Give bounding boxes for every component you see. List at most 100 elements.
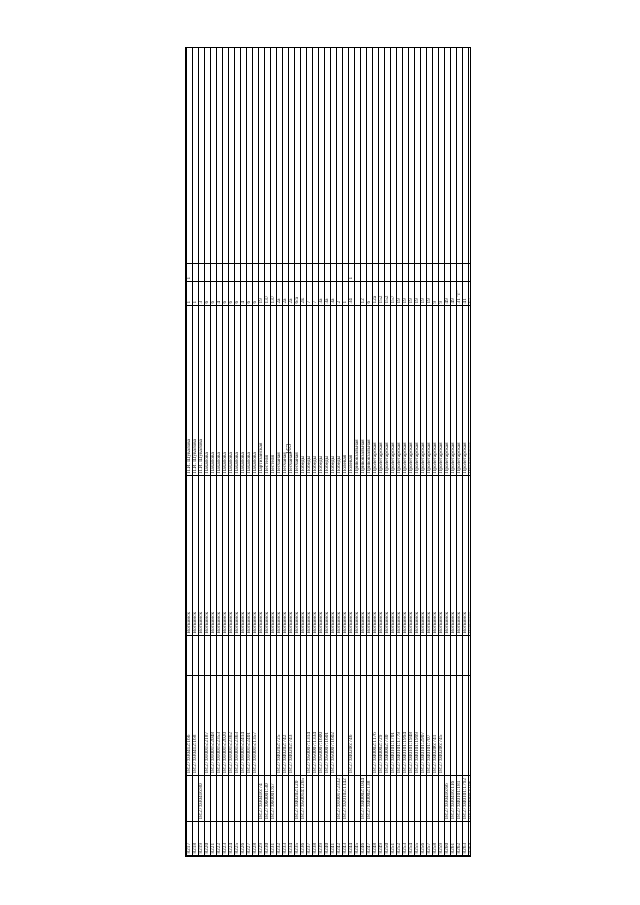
- cadastral-number-building-cell: [360, 675, 366, 776]
- street-cell: Пахапова: [234, 305, 240, 476]
- row-number-cell: 8243: [342, 821, 348, 856]
- house-number-cell: 6: [210, 281, 216, 306]
- city-cell: Воткинск: [228, 475, 234, 636]
- cadastral-number-land-cell: 18:27:040101:1792: [462, 775, 468, 822]
- row-number-cell: 8232: [276, 821, 282, 856]
- street-cell: Пролетарская: [450, 305, 456, 476]
- gap-cell: [234, 635, 240, 676]
- house-number-cell: 6: [228, 281, 234, 306]
- gap-cell: [372, 635, 378, 676]
- extra-mark-cell: [378, 263, 384, 282]
- empty-column-cell: [300, 47, 306, 264]
- extra-mark-cell: [216, 263, 222, 282]
- cadastral-number-land-cell: [306, 775, 312, 822]
- gap-cell: [228, 635, 234, 676]
- street-cell: Пестеля: [270, 305, 276, 476]
- empty-column-cell: [318, 47, 324, 264]
- house-number-cell: 2Е: [300, 281, 306, 306]
- row-number-cell: 8231: [270, 821, 276, 856]
- cadastral-number-land-cell: [318, 775, 324, 822]
- city-cell: Воткинск: [402, 475, 408, 636]
- cadastral-number-building-cell: 18:27:010015:2187: [204, 675, 210, 776]
- gap-cell: [384, 635, 390, 676]
- empty-column-cell: [426, 47, 432, 264]
- gap-cell: [300, 635, 306, 676]
- gap-cell: [420, 635, 426, 676]
- row-number-cell: 8242: [336, 821, 342, 856]
- cadastral-number-land-cell: [288, 775, 294, 822]
- gap-cell: [390, 635, 396, 676]
- house-number-cell: 19: [402, 281, 408, 306]
- house-number-cell: 137: [270, 281, 276, 306]
- cadastral-number-land-cell: 18:27:050014:1265: [300, 775, 306, 822]
- row-number-cell: 8240: [324, 821, 330, 856]
- gap-cell: [264, 635, 270, 676]
- street-cell: Пахапова: [204, 305, 210, 476]
- row-number-cell: 8218: [192, 821, 198, 856]
- cadastral-number-land-cell: 18:27:030416:66: [444, 775, 450, 822]
- street-cell: Пахапова: [246, 305, 252, 476]
- empty-column-cell: [420, 47, 426, 264]
- extra-mark-cell: [198, 263, 204, 282]
- empty-column-cell: [216, 47, 222, 264]
- street-cell: Пролетарская: [396, 305, 402, 476]
- cadastral-number-building-cell: 18:27:040206:746: [348, 675, 354, 776]
- cadastral-number-land-cell: 18:27:040202:120: [294, 775, 300, 822]
- cadastral-number-building-cell: 18:27:040002:730: [384, 675, 390, 776]
- cadastral-number-building-cell: 18:27:040202:743: [288, 675, 294, 776]
- cadastral-number-building-cell: 18:27:010015:2362: [228, 675, 234, 776]
- cadastral-number-land-cell: [216, 775, 222, 822]
- empty-column-cell: [336, 47, 342, 264]
- house-number-cell: 49: [450, 281, 456, 306]
- house-number-cell: 41: [462, 281, 468, 306]
- extra-mark-cell: [312, 263, 318, 282]
- house-number-cell: 19: [258, 281, 264, 306]
- extra-mark-cell: [366, 263, 372, 282]
- row-number-cell: 8245: [354, 821, 360, 856]
- empty-column-cell: [324, 47, 330, 264]
- house-number-cell: 31 "г": [456, 281, 462, 306]
- cadastral-number-land-cell: [192, 775, 198, 822]
- empty-column-cell: [432, 47, 438, 264]
- cadastral-number-building-cell: 18:27:010015:2353: [216, 675, 222, 776]
- gap-cell: [324, 635, 330, 676]
- cadastral-number-building-cell: 18:27:040101:1999: [414, 675, 420, 776]
- cadastral-number-land-cell: 18:27:030416:116: [450, 775, 456, 822]
- extra-mark-cell: [228, 263, 234, 282]
- cadastral-number-land-cell: [324, 775, 330, 822]
- cadastral-number-land-cell: [282, 775, 288, 822]
- city-cell: Воткинск: [234, 475, 240, 636]
- empty-column-cell: [270, 47, 276, 264]
- row-number-cell: 8250: [384, 821, 390, 856]
- row-number-cell: 8234: [288, 821, 294, 856]
- row-number-cell: 8238: [312, 821, 318, 856]
- cadastral-number-land-cell: [372, 775, 378, 822]
- street-cell: Привокзальная: [360, 305, 366, 476]
- house-number-cell: 6/а: [294, 281, 300, 306]
- house-number-cell: 17: [468, 281, 471, 306]
- house-number-cell: 1: [192, 281, 198, 306]
- house-number-cell: [354, 281, 360, 306]
- cadastral-number-land-cell: [210, 775, 216, 822]
- empty-column-cell: [378, 47, 384, 264]
- row-number-cell: 8253: [402, 821, 408, 856]
- cadastral-number-land-cell: 18:27:030416:74: [258, 775, 264, 822]
- gap-cell: [204, 635, 210, 676]
- house-number-cell: 4: [216, 281, 222, 306]
- gap-cell: [222, 635, 228, 676]
- street-cell: Пролетарская: [468, 305, 471, 476]
- empty-column-cell: [402, 47, 408, 264]
- gap-cell: [294, 635, 300, 676]
- row-number-cell: 8235: [294, 821, 300, 856]
- cadastral-number-land-cell: [408, 775, 414, 822]
